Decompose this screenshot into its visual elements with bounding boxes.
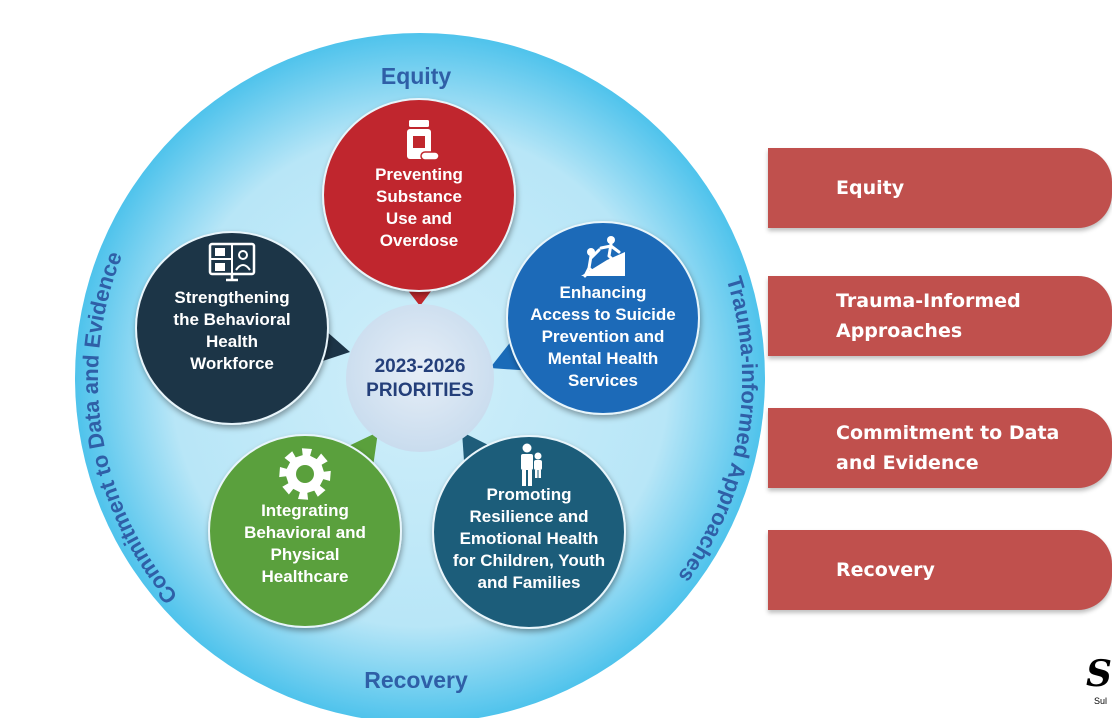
priority-label-line: the Behavioral: [173, 310, 290, 329]
ring-label-equity: Equity: [381, 63, 451, 89]
climbing-people-icon: [581, 236, 625, 278]
priority-label-line: Health: [206, 332, 258, 351]
priority-bubble: [322, 98, 516, 292]
priority-label-line: Substance: [376, 187, 462, 206]
priority-label-line: for Children, Youth: [453, 551, 605, 570]
center-title: PRIORITIES: [366, 380, 474, 401]
pill-trauma-informed: Trauma-Informed Approaches: [768, 276, 1112, 356]
priority-bubble: [208, 434, 402, 628]
priority-bubble: [506, 221, 700, 415]
medicine-bottle-icon: [407, 120, 440, 161]
priority-label-line: Strengthening: [174, 288, 289, 307]
priority-label-line: Mental Health: [548, 349, 659, 368]
priority-workforce: Strengthening the BehavioralHealthWorkfor…: [135, 231, 329, 425]
priority-bubble: [432, 435, 626, 629]
video-meeting-icon: [208, 242, 256, 282]
logo-mark: S: [1086, 653, 1112, 695]
priorities-diagram: Equity Recovery Commitment to Data and E…: [75, 33, 765, 718]
priority-label-line: Use and: [386, 209, 452, 228]
priority-label-line: and Families: [478, 573, 581, 592]
pill-label: Recovery: [836, 559, 935, 581]
pill-label: Equity: [836, 177, 905, 199]
pill-commitment: Commitment to Data and Evidence: [768, 408, 1112, 488]
priority-label-line: Access to Suicide: [530, 305, 676, 324]
parent-child-icon: [521, 443, 542, 486]
priority-label-line: Emotional Health: [460, 529, 599, 548]
priority-label-line: Promoting: [487, 485, 572, 504]
pill-recovery: Recovery: [768, 530, 1112, 610]
priority-label-line: Physical: [271, 545, 340, 564]
ring-label-recovery: Recovery: [364, 667, 468, 693]
logo-text: Sul: [1094, 696, 1108, 706]
priority-label-line: Workforce: [190, 354, 274, 373]
priority-label-line: Preventing: [375, 165, 463, 184]
priority-bubble: [135, 231, 329, 425]
priority-label-line: Behavioral and: [244, 523, 366, 542]
pill-equity: Equity: [768, 148, 1112, 228]
priority-label-line: Overdose: [380, 231, 458, 250]
priority-label-line: Integrating: [261, 501, 349, 520]
pill-label: Commitment to Data and Evidence: [836, 422, 1060, 474]
pill-label: Trauma-Informed Approaches: [836, 290, 1021, 342]
priority-label-line: Services: [568, 371, 638, 390]
priority-label-line: Healthcare: [262, 567, 349, 586]
gear-icon: [279, 448, 331, 500]
priority-label-line: Resilience and: [469, 507, 588, 526]
center-circle: [346, 304, 494, 452]
center-years: 2023-2026: [375, 356, 466, 377]
priority-label-line: Prevention and: [542, 327, 665, 346]
priority-label-line: Enhancing: [560, 283, 647, 302]
